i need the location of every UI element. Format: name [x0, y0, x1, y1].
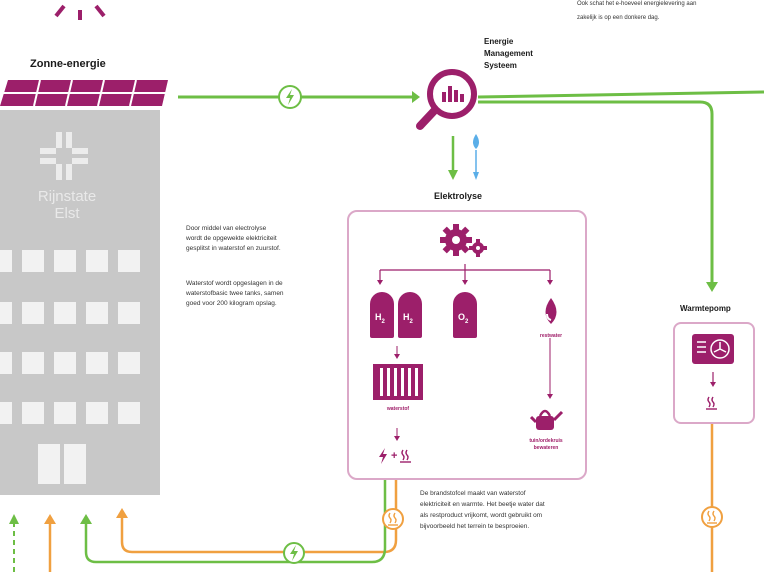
fuelcell-note: De brandstofcel maakt van waterstof elek…: [420, 488, 620, 532]
storage-caption: waterstof: [386, 406, 410, 412]
arrowhead: [706, 282, 718, 292]
tank-subscript: 2: [465, 318, 469, 325]
lightning-icon: [278, 85, 302, 109]
note-line: bijvoorbeeld het terrein te besproeien.: [420, 523, 530, 530]
heat-icon: [701, 506, 723, 528]
top-note-line: Ook schat het e-hoeveel energielevering …: [577, 1, 697, 7]
heat-icon: [382, 508, 404, 530]
ems-to-warmtepomp-line: [478, 100, 714, 282]
hydrogen-tank-icon[interactable]: [370, 292, 394, 338]
fuelcell-output: +: [378, 448, 412, 464]
water-caption: restwater: [539, 333, 563, 339]
watering-can-icon: [530, 409, 564, 430]
sun-icon: [54, 4, 106, 20]
fuelcell-power-loop: [84, 478, 387, 564]
description-line: Door middel van electrolyse: [186, 225, 267, 232]
hospital-cross-icon: [40, 132, 88, 180]
arrowhead: [44, 514, 56, 524]
arrowhead: [473, 172, 479, 180]
hospital-building: Rijnstate Elst: [0, 110, 160, 495]
description-line: gesplitst in waterstof en zuurstof.: [186, 245, 281, 252]
lightning-icon: [379, 448, 387, 464]
arrowhead: [412, 91, 420, 103]
solar-label: Zonne-energie: [30, 58, 106, 70]
down-arrow: [710, 372, 716, 387]
water-drop-icon: [545, 298, 557, 324]
lightning-icon: [283, 542, 305, 564]
elektrolyse-box: [347, 210, 587, 480]
note-line: elektriciteit en warmte. Het beetje wate…: [420, 501, 545, 508]
ems-label-line: Energie: [484, 37, 514, 46]
ems-label-line: Systeem: [484, 61, 517, 70]
tank-subscript: 2: [409, 318, 413, 325]
hydrogen-tank-icon[interactable]: [398, 292, 422, 338]
arrowhead: [9, 514, 19, 524]
water-drop-icon: [473, 134, 479, 149]
note-line: als restproduct vrijkomt, wordt gebruikt…: [420, 512, 543, 519]
tank-letter: H: [403, 312, 410, 322]
elektrolyse-branches: [377, 264, 553, 441]
tank-letter: H: [375, 312, 382, 322]
arrowhead: [448, 170, 458, 180]
tank-subscript: 2: [381, 318, 385, 325]
output-plus: +: [391, 450, 398, 462]
fuelcell-heat-loop: [120, 478, 398, 554]
solar-panels: [0, 80, 168, 107]
arrowhead: [116, 508, 128, 518]
building-name-line: Rijnstate: [37, 188, 97, 205]
magnifier-chart-icon: [416, 69, 477, 130]
arrowhead: [80, 514, 92, 524]
elektrolyse-title: Elektrolyse: [434, 191, 483, 201]
description-line: Waterstof wordt opgeslagen in de: [186, 280, 283, 287]
note-line: De brandstofcel maakt van waterstof: [420, 490, 526, 497]
oxygen-tank-icon[interactable]: [453, 292, 477, 338]
description-line: waterstofbasic twee tanks, samen: [186, 290, 284, 297]
heat-icon: [706, 396, 717, 410]
heat-icon: [400, 449, 412, 463]
ems-label: Energie Management Systeem: [484, 36, 533, 72]
hydrogen-tank-label: H2: [403, 312, 413, 325]
description-line: goed voor 200 kilogram opslag.: [186, 300, 277, 307]
ems-label-line: Management: [484, 49, 533, 58]
building-name-line: Elst: [54, 205, 80, 222]
storage-rack-icon: [373, 364, 423, 400]
warmtepomp-title: Warmtepomp: [680, 304, 731, 313]
top-note: Ook schat het e-hoeveel energielevering …: [577, 0, 764, 25]
heat-pump-icon: [692, 334, 734, 364]
watering-caption: tuin/ordekruis bewateren: [529, 438, 563, 451]
top-note-line: zakelijk is op een donkere dag.: [577, 15, 660, 21]
oxygen-tank-label: O2: [458, 312, 468, 325]
hydrogen-tank-label: H2: [375, 312, 385, 325]
elektrolyse-description: Door middel van electrolyse wordt de opg…: [186, 224, 346, 309]
building-name: Rijnstate Elst: [12, 188, 122, 222]
description-line: wordt de opgewekte elektriciteit: [186, 235, 277, 242]
ems-to-right-line: [477, 90, 764, 99]
building-windows: [0, 250, 140, 484]
tank-letter: O: [458, 312, 466, 322]
gears-icon: [440, 224, 487, 257]
